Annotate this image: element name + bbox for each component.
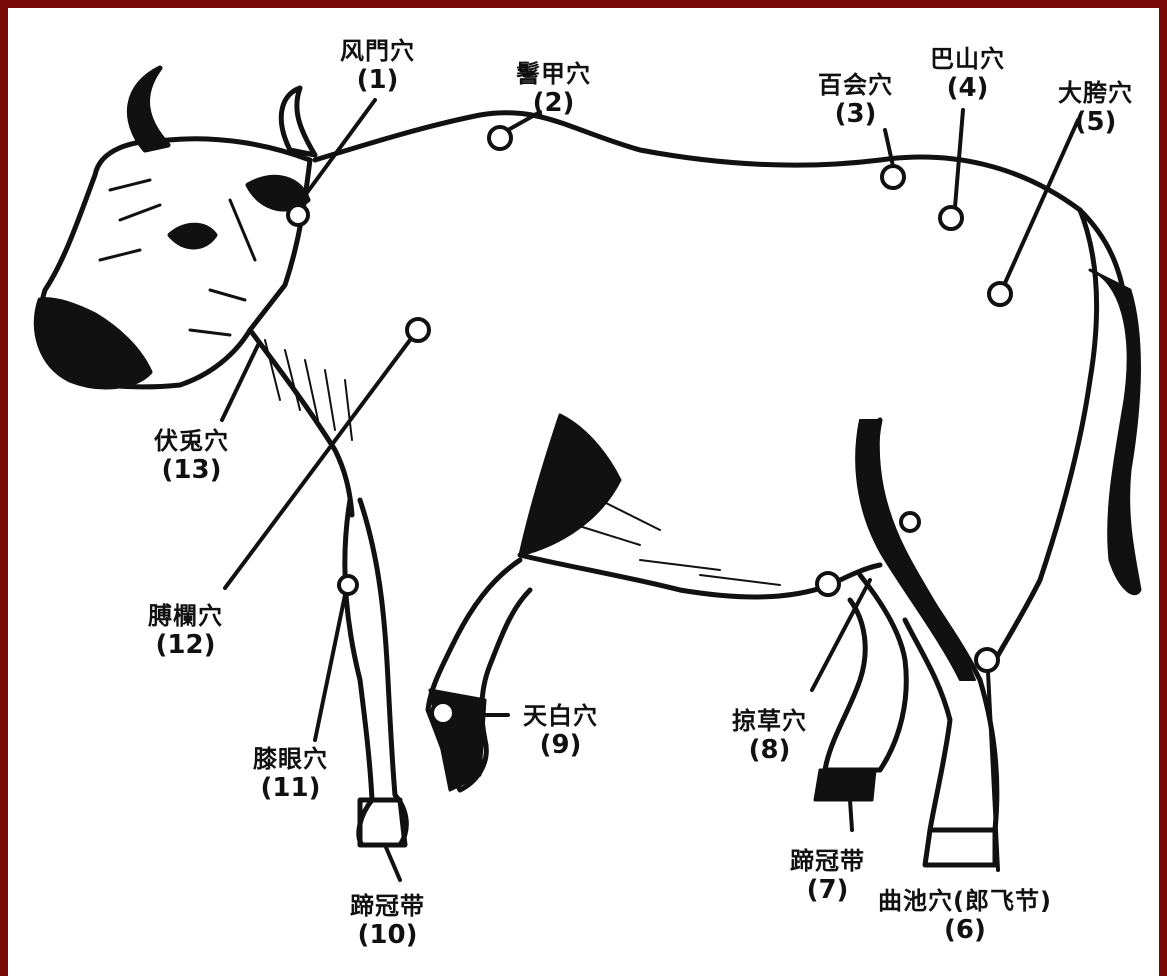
- label-point-8: 掠草穴 (8): [732, 708, 807, 765]
- neck-hair: [265, 340, 352, 440]
- point-number: (10): [350, 921, 425, 951]
- leader-11: [315, 595, 345, 740]
- label-point-7: 蹄冠带 (7): [790, 848, 865, 905]
- point-number: (7): [790, 876, 865, 906]
- label-point-3: 百会穴 (3): [818, 72, 893, 129]
- back-line: [315, 113, 1125, 300]
- label-point-2: 鬐甲穴 (2): [516, 61, 591, 118]
- point-marker-4: [940, 207, 962, 229]
- label-point-4: 巴山穴 (4): [930, 46, 1005, 103]
- point-name: 曲池穴(郎飞节): [878, 888, 1052, 916]
- right-horn: [281, 88, 315, 155]
- point-marker-hind: [901, 513, 919, 531]
- point-name: 掠草穴: [732, 708, 807, 736]
- acupoint-markers: [288, 127, 1011, 724]
- muzzle: [36, 300, 150, 387]
- point-name: 百会穴: [818, 72, 893, 100]
- label-point-5: 大胯穴 (5): [1058, 80, 1133, 137]
- point-name: 蹄冠带: [790, 848, 865, 876]
- label-point-12: 膊欄穴 (12): [148, 603, 223, 660]
- point-number: (4): [930, 74, 1005, 104]
- point-number: (11): [253, 774, 328, 804]
- label-point-9: 天白穴 (9): [523, 703, 598, 760]
- point-marker-9: [432, 702, 454, 724]
- hind-near-hoof: [925, 830, 995, 865]
- label-point-13: 伏兎穴 (13): [154, 428, 229, 485]
- cow-acupoint-figure: [8, 8, 1159, 976]
- point-marker-3: [882, 166, 904, 188]
- label-point-1: 风門穴 (1): [340, 38, 415, 95]
- point-number: (6): [878, 916, 1052, 946]
- point-name: 巴山穴: [930, 46, 1005, 74]
- point-name: 伏兎穴: [154, 428, 229, 456]
- point-number: (13): [154, 456, 229, 486]
- diagram-panel: 风門穴 (1) 鬐甲穴 (2) 百会穴 (3) 巴山穴 (4) 大胯穴 (5) …: [8, 8, 1159, 976]
- label-point-6: 曲池穴(郎飞节) (6): [878, 888, 1052, 945]
- face-hair: [100, 180, 255, 335]
- label-point-11: 膝眼穴 (11): [253, 746, 328, 803]
- point-number: (1): [340, 66, 415, 96]
- point-name: 膝眼穴: [253, 746, 328, 774]
- point-name: 膊欄穴: [148, 603, 223, 631]
- hind-far-leg: [825, 575, 906, 770]
- leader-7: [850, 800, 852, 830]
- point-number: (9): [523, 731, 598, 761]
- point-name: 大胯穴: [1058, 80, 1133, 108]
- point-marker-5: [989, 283, 1011, 305]
- hind-far-hoof: [815, 770, 875, 800]
- point-marker-1: [288, 205, 308, 225]
- point-marker-12: [407, 319, 429, 341]
- leader-12: [225, 340, 410, 588]
- point-number: (5): [1058, 108, 1133, 138]
- point-number: (2): [516, 89, 591, 119]
- front-near-leg: [345, 500, 407, 845]
- point-name: 天白穴: [523, 703, 598, 731]
- point-name: 风門穴: [340, 38, 415, 66]
- eye: [170, 225, 215, 247]
- point-number: (8): [732, 736, 807, 766]
- point-marker-6: [976, 649, 998, 671]
- label-point-10: 蹄冠带 (10): [350, 893, 425, 950]
- point-marker-8: [817, 573, 839, 595]
- leader-10: [385, 845, 400, 880]
- point-name: 鬐甲穴: [516, 61, 591, 89]
- point-marker-11: [339, 576, 357, 594]
- point-number: (12): [148, 631, 223, 661]
- point-name: 蹄冠带: [350, 893, 425, 921]
- point-number: (3): [818, 100, 893, 130]
